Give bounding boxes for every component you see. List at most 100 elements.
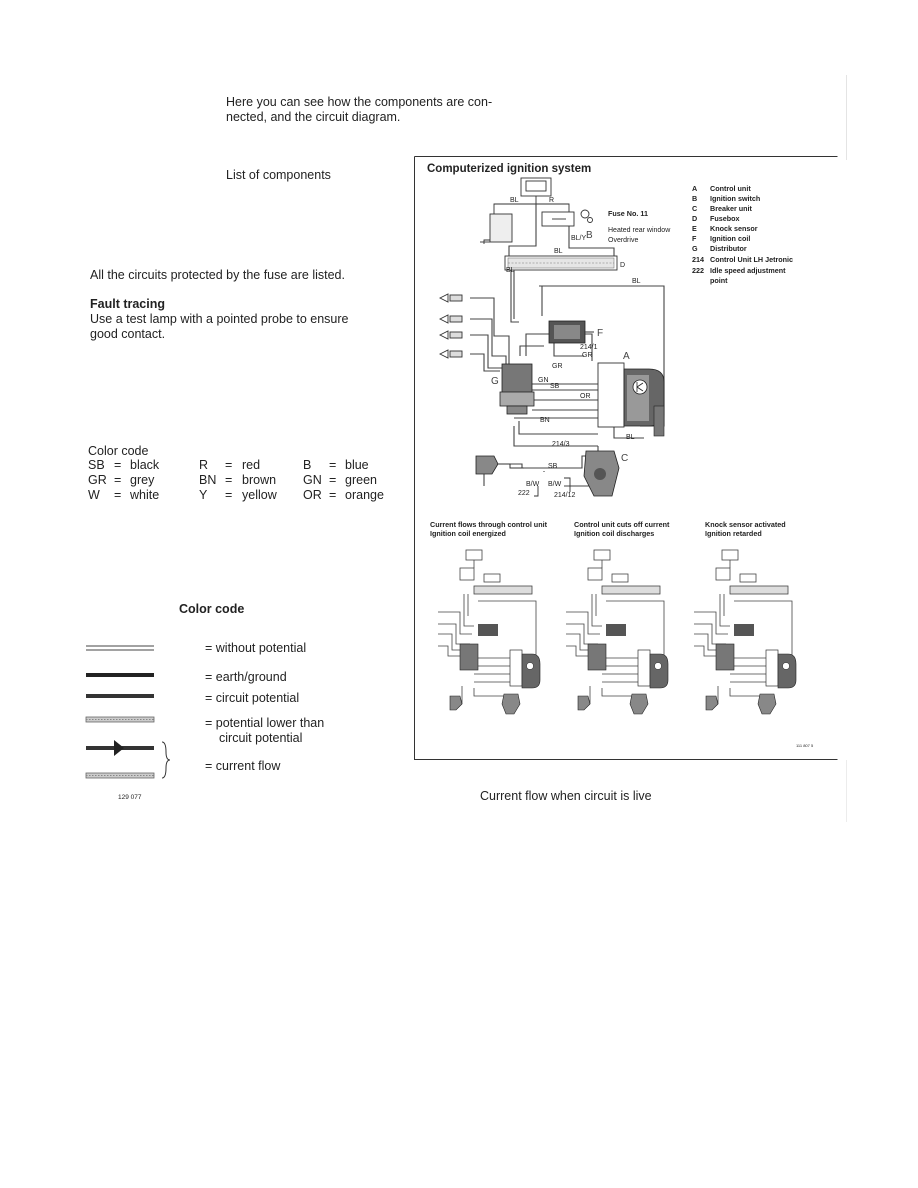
- lower-potential-line: [85, 716, 155, 723]
- sub-diagram-captions: Current flows through control unit Ignit…: [430, 520, 786, 538]
- color-code-name: brown: [242, 473, 277, 487]
- fault-tracing-line-2: good contact.: [90, 327, 166, 341]
- color-code-abbr: Y: [199, 488, 208, 502]
- color-code-name: yellow: [242, 488, 277, 502]
- color-code-name: blue: [345, 458, 369, 472]
- legend-key: G: [692, 244, 698, 253]
- fault-tracing-line-1: Use a test lamp with a pointed probe to …: [90, 312, 349, 326]
- wire-label: B/W: [526, 481, 540, 488]
- wire-label: OR: [580, 393, 591, 400]
- color-code-name: grey: [130, 473, 155, 487]
- part-letter-b: B: [586, 230, 593, 241]
- color-code-heading: Color code: [88, 444, 149, 458]
- breaker-unit: [583, 450, 620, 497]
- color-code-eq: =: [114, 458, 122, 472]
- sub-figure-number: 111 807 5: [796, 743, 814, 748]
- color-code-abbr: GR: [88, 473, 107, 487]
- legend-lower-potential-cont: circuit potential: [219, 731, 303, 745]
- legend-key: C: [692, 204, 697, 213]
- legend-key: D: [692, 214, 697, 223]
- page-edge-mark: [846, 760, 847, 822]
- legend-figure-number: 129 077: [118, 794, 142, 801]
- ignition-coil: [548, 320, 594, 344]
- color-code-abbr: GN: [303, 473, 322, 487]
- ignition-switch: [493, 177, 593, 227]
- wire-label: 214/3: [552, 441, 570, 448]
- part-letter-c: C: [621, 453, 628, 464]
- legend-label: Distributor: [710, 244, 747, 253]
- wire-label: BL: [506, 267, 515, 274]
- fault-tracing-heading: Fault tracing: [90, 297, 166, 311]
- list-heading: List of components: [226, 168, 331, 182]
- intro-line-1: Here you can see how the components are …: [226, 95, 493, 109]
- color-code-name: white: [130, 488, 160, 502]
- legend-key: A: [692, 184, 697, 193]
- wire-label: 214/12: [554, 492, 576, 499]
- wire-label: GR: [582, 352, 593, 359]
- color-code-name: black: [130, 458, 160, 472]
- color-code-eq: =: [114, 473, 122, 487]
- intro-line-2: nected, and the circuit diagram.: [226, 110, 401, 124]
- color-code-abbr: B: [303, 458, 312, 472]
- color-code-eq: =: [114, 488, 122, 502]
- wire-label: BL/Y: [571, 235, 587, 242]
- wire-label: BN: [540, 417, 550, 424]
- legend-current-flow: = current flow: [205, 759, 281, 773]
- wire-label: BL: [626, 434, 635, 441]
- sub-caption-line: Current flows through control unit: [430, 520, 548, 529]
- legend-label: Ignition coil: [710, 234, 750, 243]
- part-letter-d: D: [620, 262, 625, 269]
- legend-key: F: [692, 234, 697, 243]
- sub-caption-line: Control unit cuts off current: [574, 520, 670, 529]
- distributor: [499, 363, 535, 415]
- legend-key: E: [692, 224, 697, 233]
- battery: [480, 213, 513, 244]
- legend-label: point: [710, 276, 728, 285]
- line-legend-heading: Color code: [179, 602, 245, 616]
- color-code-name: orange: [345, 488, 384, 502]
- idle-adjustment-point: [534, 477, 571, 497]
- color-code-eq: =: [225, 488, 233, 502]
- current-flow-line: [85, 740, 171, 779]
- fuse-note: All the circuits protected by the fuse a…: [90, 268, 345, 282]
- fuse-circuit: Overdrive: [608, 237, 638, 244]
- legend-lower-potential: = potential lower than: [205, 716, 325, 730]
- legend-label: Control unit: [710, 184, 751, 193]
- legend-key: 214: [692, 255, 704, 264]
- legend-label: Breaker unit: [710, 204, 753, 213]
- part-letter-f: F: [597, 328, 603, 339]
- wire-label: R: [549, 197, 554, 204]
- wire-labels: BL R BL/Y BL BL BL 214/1 GR GR GN SB OR …: [506, 197, 641, 499]
- sub-caption-line: Ignition retarded: [705, 529, 762, 538]
- legend-label: Ignition switch: [710, 194, 760, 203]
- color-code-abbr: R: [199, 458, 209, 472]
- color-code-abbr: SB: [88, 458, 105, 472]
- wire-label: BL: [554, 248, 563, 255]
- legend-label: Knock sensor: [710, 224, 758, 233]
- spark-plug-leads: [438, 293, 463, 359]
- color-code-abbr: OR: [303, 488, 322, 502]
- color-code-name: red: [242, 458, 261, 472]
- diagram-caption: Current flow when circuit is live: [480, 789, 652, 803]
- color-code-abbr: W: [88, 488, 100, 502]
- legend-label: Idle speed adjustment: [710, 266, 786, 275]
- color-code-eq: =: [329, 473, 337, 487]
- wire-label: SB: [550, 383, 560, 390]
- component-legend: A Control unit B Ignition switch C Break…: [692, 184, 793, 285]
- part-letter-g: G: [491, 376, 499, 387]
- fuse-label: Fuse No. 11: [608, 209, 648, 218]
- diagram-title: Computerized ignition system: [427, 163, 591, 175]
- sub-caption-line: Ignition coil energized: [430, 529, 506, 538]
- knock-sensor: [475, 455, 524, 486]
- legend-without-potential: = without potential: [205, 641, 307, 655]
- legend-label: Control Unit LH Jetronic: [710, 255, 793, 264]
- wire-label: BL: [510, 197, 519, 204]
- color-code-abbr: BN: [199, 473, 217, 487]
- color-code-eq: =: [225, 473, 233, 487]
- wire-label: GR: [552, 363, 563, 370]
- mini-circuit-template: [438, 549, 541, 715]
- wire-label: GN: [538, 377, 549, 384]
- part-letter-a: A: [623, 351, 630, 362]
- wire-label: 214/1: [580, 344, 598, 351]
- control-unit: [597, 362, 665, 437]
